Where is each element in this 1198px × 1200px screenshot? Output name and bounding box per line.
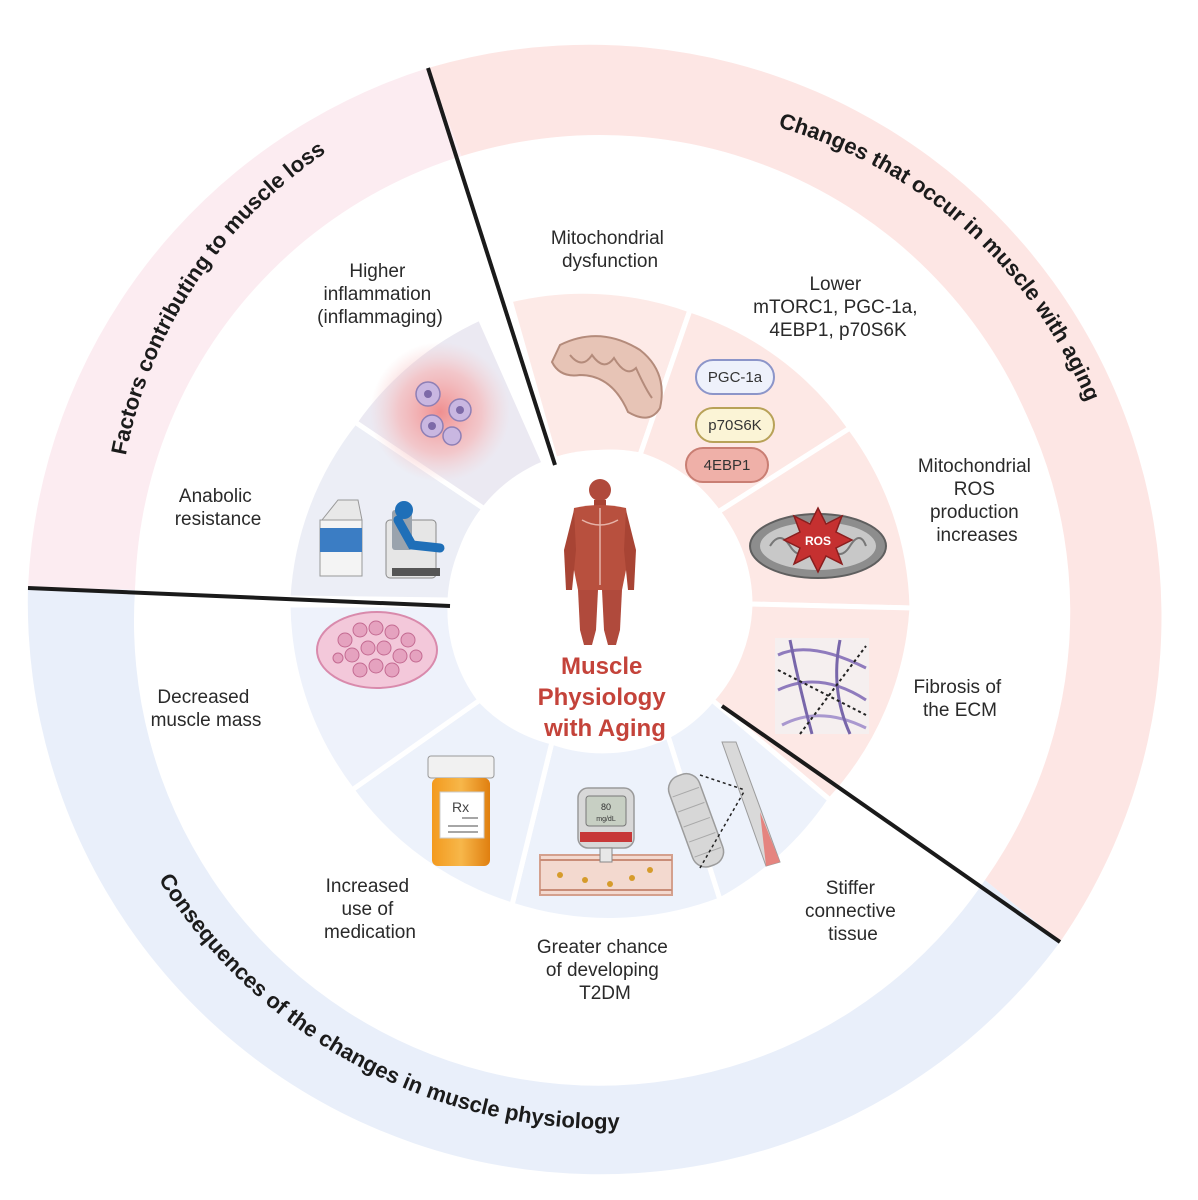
svg-text:mg/dL: mg/dL [596,816,616,823]
label-mito-dysfunction: Mitochondrial dysfunction [551,228,669,272]
divider-changes-consequences [720,704,1062,944]
glucometer-icon: 80 mg/dL [539,787,673,896]
divider-factors-consequences [27,586,451,608]
label-stiffer-tissue: Stiffer connective tissue [805,878,901,945]
ros-mitochondrion-icon: ROS [749,506,887,579]
center-title: Muscle Physiology with Aging [538,653,673,742]
label-t2dm: Greater chance of developing T2DM [537,937,673,1004]
pill-bottle-icon: Rx [427,755,495,866]
human-muscle-figure-icon [564,479,636,645]
damaged-mitochondrion-icon [550,335,663,419]
tendon-connective-tissue-icon [667,741,781,869]
divider-factors-changes [426,67,557,466]
label-ros: Mitochondrial ROS production increases [918,456,1036,546]
pill-pgc: PGC-1a [695,359,775,395]
label-lower-signaling: Lower mTORC1, PGC-1a, 4EBP1, p70S6K [753,274,923,341]
muscle-tissue-icon [316,611,438,689]
factors-outer-ring [28,68,466,590]
svg-text:Rx: Rx [452,799,469,815]
svg-text:80: 80 [601,802,611,812]
svg-text:p70S6K: p70S6K [708,417,761,434]
label-fibrosis: Fibrosis of the ECM [914,677,1007,721]
consequences-outer-ring [27,587,1061,1175]
milk-carton-icon [319,499,363,577]
svg-text:PGC-1a: PGC-1a [708,369,763,386]
ecm-fibers-icon [775,638,869,735]
label-inflammation: Higher inflammation (inflammaging) [317,261,443,328]
label-anabolic-resistance: Anabolic resistance [175,486,262,530]
center-disk [450,450,750,750]
svg-text:ROS: ROS [805,534,831,548]
changes-outer-ring [428,44,1162,942]
pill-ebp: 4EBP1 [685,447,769,483]
pill-p70: p70S6K [695,407,775,443]
label-muscle-mass: Decreased muscle mass [151,687,262,731]
exercise-machine-icon [385,501,445,579]
label-medication: Increased use of medication [324,876,416,943]
inflammation-cells-icon [370,342,510,482]
svg-text:4EBP1: 4EBP1 [704,457,751,474]
